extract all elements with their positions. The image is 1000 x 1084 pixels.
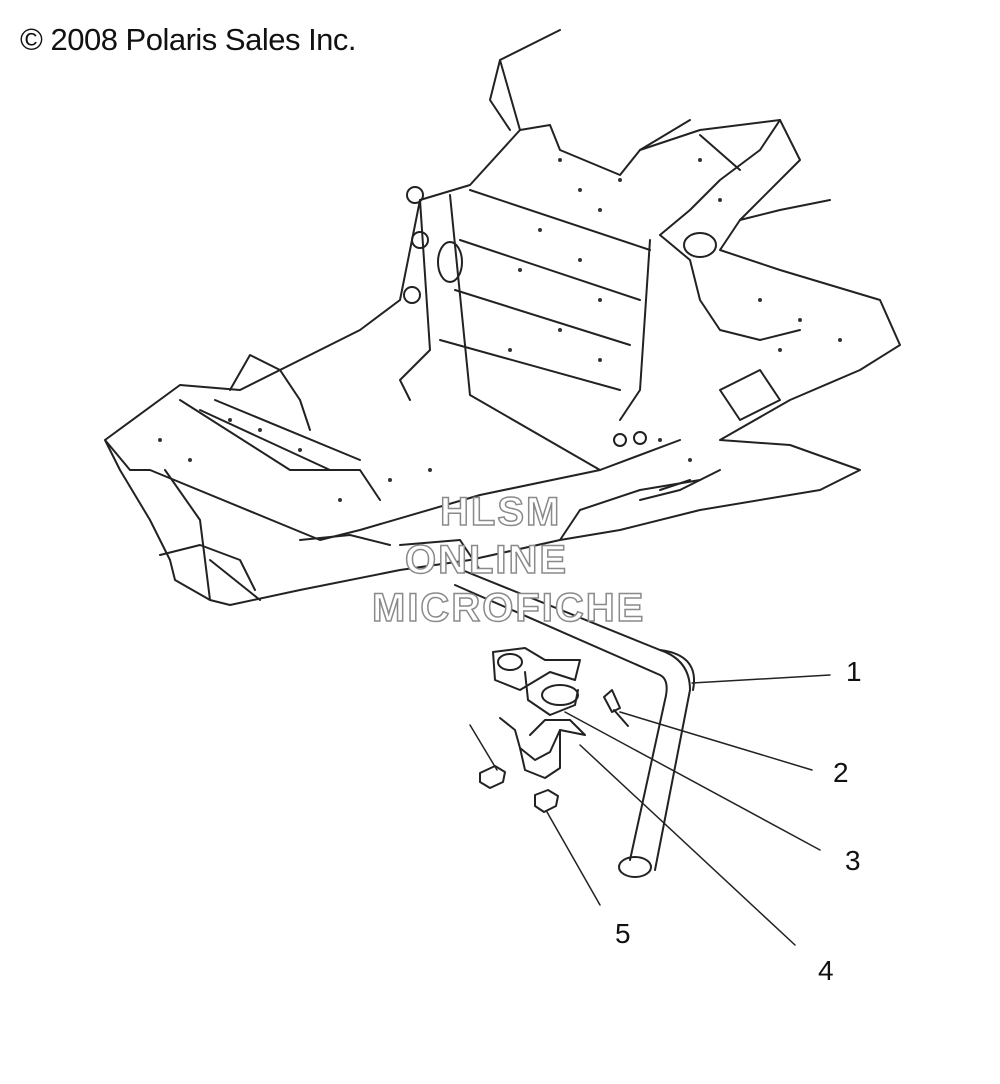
leader-line-5a xyxy=(469,724,498,771)
part-4-clamp xyxy=(499,717,586,779)
frame-assembly xyxy=(104,29,901,606)
leader-line-3 xyxy=(564,711,821,851)
part-1-pipe xyxy=(454,569,695,878)
leader-line-1 xyxy=(691,674,831,684)
part-2-rivet xyxy=(603,689,629,727)
callout-1: 1 xyxy=(846,656,862,687)
callout-5: 5 xyxy=(615,918,631,949)
callout-2: 2 xyxy=(833,757,849,788)
part-3-bracket xyxy=(492,647,581,716)
watermark-line-3: MICROFICHE xyxy=(371,585,646,631)
leader-line-4 xyxy=(579,744,796,946)
frame-texture xyxy=(158,158,842,502)
leader-line-2 xyxy=(619,711,813,771)
callout-4: 4 xyxy=(818,955,834,986)
leader-lines xyxy=(469,674,831,946)
copyright-notice: © 2008 Polaris Sales Inc. xyxy=(20,22,357,58)
leader-line-5b xyxy=(546,811,601,906)
copyright-symbol: © xyxy=(20,22,43,57)
callout-3: 3 xyxy=(845,845,861,876)
watermark-line-2: ONLINE xyxy=(404,537,569,583)
part-5-nuts xyxy=(479,765,559,813)
copyright-text: 2008 Polaris Sales Inc. xyxy=(50,22,357,57)
watermark-line-1: HLSM xyxy=(439,489,562,535)
